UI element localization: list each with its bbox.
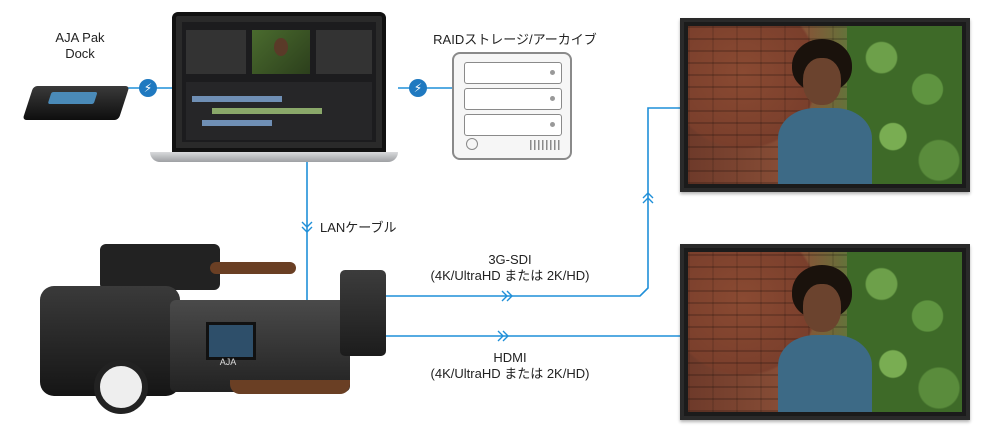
sdi-arrow-icon: [501, 290, 513, 302]
timeline-clip: [192, 96, 282, 102]
vent: [530, 140, 560, 150]
drive-bay: [464, 88, 562, 110]
focus-ring: [94, 360, 148, 414]
dock-label-line2: Dock: [65, 46, 95, 61]
laptop-base: [150, 152, 398, 162]
camera-recorder-module: [340, 270, 386, 356]
raid-label: RAIDストレージ/アーカイブ: [433, 32, 597, 47]
monitor-sdi: [680, 18, 970, 192]
browser-panel: [186, 30, 246, 74]
aja-pak-dock: [22, 86, 130, 120]
hdmi-label: HDMI (4K/UltraHD または 2K/HD): [420, 350, 600, 382]
thunderbolt-icon: ⚡: [409, 79, 427, 97]
monitor-hdmi: [680, 244, 970, 420]
timeline-clip: [212, 108, 322, 114]
camera-lcd: [206, 322, 256, 360]
power-button-icon: [466, 138, 478, 150]
viewer-subject: [274, 38, 288, 56]
dock-slot: [47, 92, 98, 104]
editing-software-screen: [182, 22, 376, 142]
dock-label: AJA Pak Dock: [40, 30, 120, 62]
drive-bay: [464, 62, 562, 84]
sdi-up-arrow-icon: [642, 192, 654, 204]
camera-handle: [210, 262, 296, 274]
dock-label-line1: AJA Pak: [55, 30, 105, 45]
laptop: [172, 12, 386, 152]
monitor-image: [688, 252, 962, 412]
raid-storage: [452, 52, 572, 160]
camera-body: [170, 300, 350, 392]
sdi-label-line2: (4K/UltraHD または 2K/HD): [430, 268, 590, 283]
camera-brand: AJA: [219, 357, 237, 367]
sdi-label: 3G-SDI (4K/UltraHD または 2K/HD): [420, 252, 600, 284]
hdmi-label-line1: HDMI: [493, 350, 527, 365]
monitor-image: [688, 26, 962, 184]
camera-grip: [230, 380, 350, 394]
lan-arrow-icon: [301, 221, 313, 233]
hdmi-arrow-icon: [497, 330, 509, 342]
camera-viewfinder: [100, 244, 220, 290]
sdi-label-line1: 3G-SDI: [488, 252, 532, 267]
thunderbolt-icon: ⚡: [139, 79, 157, 97]
lan-label: LANケーブル: [320, 220, 397, 235]
drive-bay: [464, 114, 562, 136]
hdmi-label-line2: (4K/UltraHD または 2K/HD): [430, 366, 590, 381]
timeline-clip: [202, 120, 272, 126]
sdi-wire: [386, 107, 680, 297]
inspector-panel: [316, 30, 372, 74]
